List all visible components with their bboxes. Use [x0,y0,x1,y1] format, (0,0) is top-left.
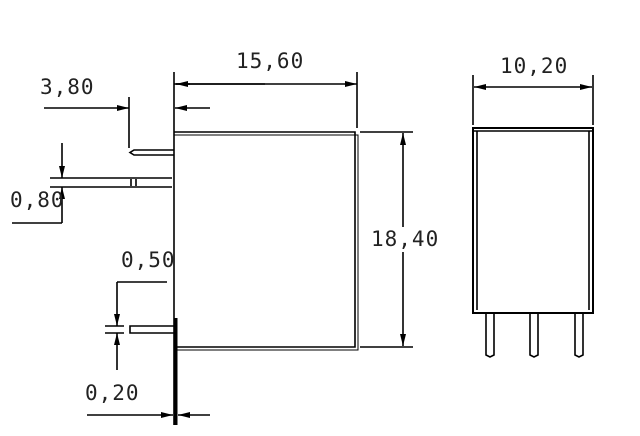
label-width-front: 10,20 [500,54,569,78]
front-view-pins [485,313,584,358]
label-pin-offset: 3,80 [40,75,95,99]
dimension-pin-width [105,281,167,370]
label-height: 18,40 [371,227,440,252]
dimension-width-front [472,75,594,125]
label-pin-width: 0,50 [121,248,176,272]
label-pin-thickness: 0,80 [10,188,65,212]
dimension-height [360,131,413,348]
label-case-thickness: 0,20 [85,381,140,405]
dimension-pin-thickness [12,143,65,224]
dimension-pin-offset [44,97,210,148]
side-view-body [173,72,359,425]
front-view-body [472,127,594,314]
side-view-pins [50,149,174,334]
label-width-side: 15,60 [236,49,305,73]
dimension-width-side [174,72,358,128]
